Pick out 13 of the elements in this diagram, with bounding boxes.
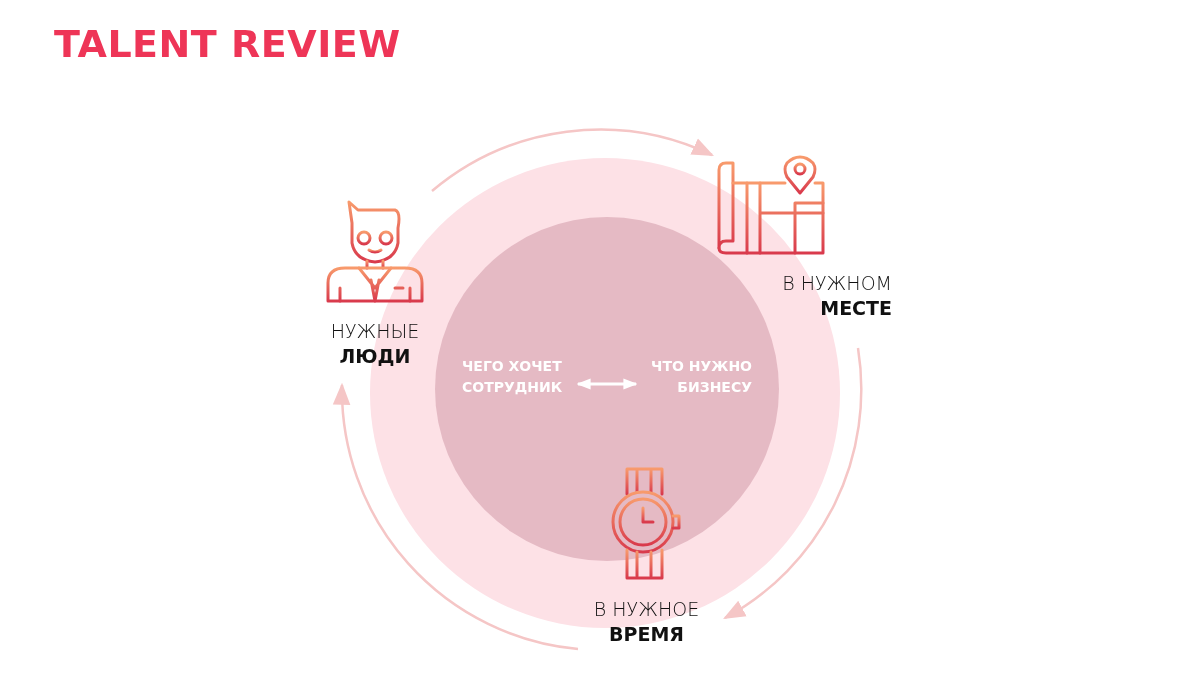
caption-bold-text: ВРЕМЯ (609, 622, 684, 647)
caption-bold-text: МЕСТЕ (820, 296, 892, 321)
caption-text: НУЖНЫЕ (330, 319, 420, 343)
caption-text: В НУЖНОМ (782, 271, 892, 295)
caption-bold-text: ЛЮДИ (339, 344, 411, 369)
circle-text: ЧТО НУЖНО БИЗНЕСУ (650, 357, 752, 397)
title: TALENT REVIEW (54, 22, 401, 66)
circle-text: ЧЕГО ХОЧЕТ СОТРУДНИК (462, 357, 564, 397)
caption-text: В НУЖНОЕ (593, 597, 700, 621)
arrow (334, 382, 579, 651)
arrow (431, 128, 715, 192)
arrow (576, 378, 638, 390)
arrow (723, 347, 863, 620)
